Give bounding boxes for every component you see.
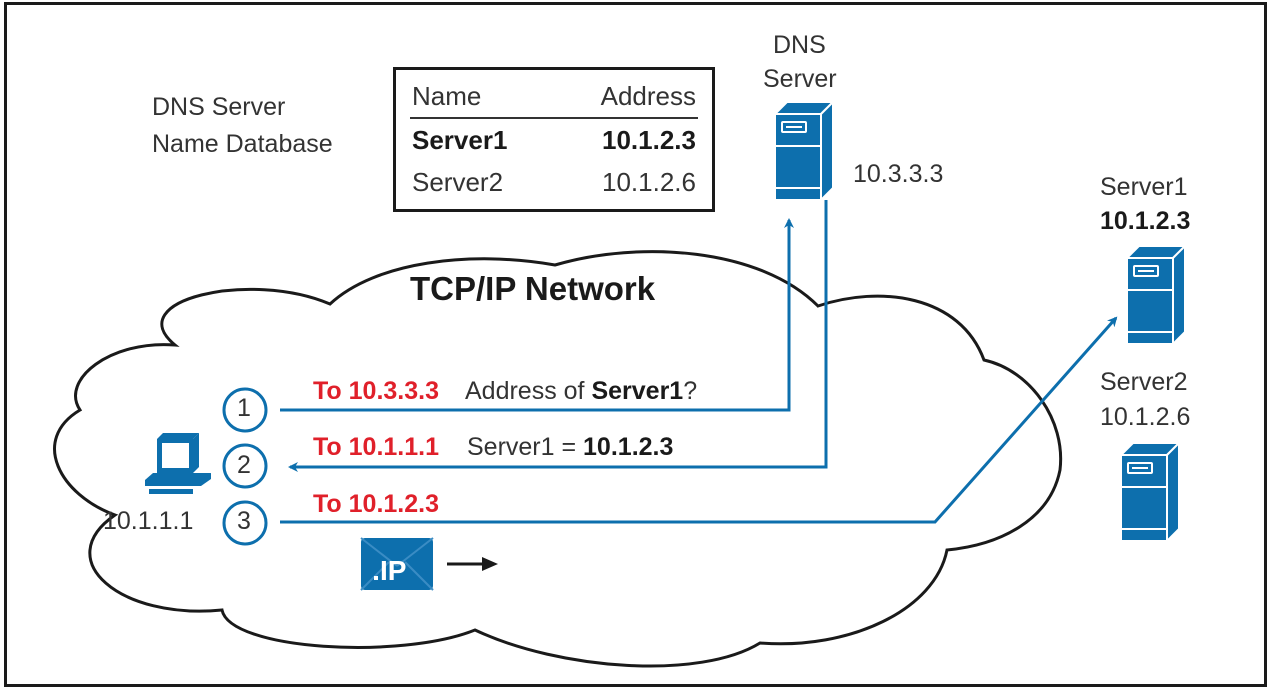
diagram-frame — [4, 2, 1267, 687]
table-row: Server1 10.1.2.3 — [412, 123, 696, 157]
step-1-number: 1 — [237, 394, 251, 422]
step-2-number: 2 — [237, 451, 251, 479]
row-address: 10.1.2.6 — [602, 167, 696, 197]
step-2-path — [288, 200, 828, 472]
column-header-address: Address — [600, 81, 696, 111]
server2-ip: 10.1.2.6 — [1100, 403, 1191, 431]
dns-server-label-line1: DNS — [773, 31, 826, 59]
table-row: Server2 10.1.2.6 — [412, 165, 696, 199]
dns-name-database-table: Name Address Server1 10.1.2.3 Server2 10… — [393, 67, 715, 212]
step-3-label: To 10.1.2.3 — [313, 490, 439, 519]
pc-workstation-icon — [145, 433, 211, 494]
header-divider — [410, 117, 698, 119]
server2-icon — [1120, 442, 1180, 542]
step-3-circle — [222, 500, 268, 546]
step-2-circle — [222, 443, 268, 489]
table-header-row: Name Address — [412, 79, 696, 113]
step-1-path — [280, 218, 794, 412]
server1-ip: 10.1.2.3 — [1100, 207, 1191, 235]
step-2-message-prefix: Server1 = — [467, 433, 584, 461]
step-3-destination: To 10.1.2.3 — [313, 490, 439, 518]
client-ip: 10.1.1.1 — [103, 507, 194, 535]
step-3-path — [280, 316, 1118, 524]
step-1-circle — [222, 387, 268, 433]
step-2-destination: To 10.1.1.1 — [313, 433, 439, 461]
step-1-message-bold: Server1 — [591, 377, 684, 405]
packet-label: IP — [380, 555, 406, 586]
row-name: Server1 — [412, 125, 508, 155]
row-name: Server2 — [412, 167, 504, 197]
database-caption-line2: Name Database — [152, 130, 333, 158]
server2-name: Server2 — [1100, 368, 1188, 396]
dns-server-ip: 10.3.3.3 — [853, 160, 944, 188]
ip-packet-envelope-icon: IP — [360, 537, 434, 591]
step-1-message-suffix: ? — [683, 377, 698, 405]
database-caption-line1: DNS Server — [152, 93, 286, 121]
step-1-destination: To 10.3.3.3 — [313, 377, 439, 405]
dns-server-label-line2: Server — [763, 65, 837, 93]
cloud-icon — [53, 250, 1063, 668]
step-1-message-prefix: Address of — [465, 377, 592, 405]
dns-server-icon — [774, 101, 834, 201]
step-1-label: To 10.3.3.3 Address of Server1? — [313, 377, 697, 406]
server1-icon — [1126, 245, 1186, 345]
step-2-message-bold: 10.1.2.3 — [583, 433, 674, 461]
network-title: TCP/IP Network — [410, 270, 656, 307]
step-2-label: To 10.1.1.1 Server1 = 10.1.2.3 — [313, 433, 673, 462]
arrow-right-icon — [447, 557, 498, 571]
row-address: 10.1.2.3 — [602, 125, 696, 155]
column-header-name: Name — [412, 81, 482, 111]
server1-name: Server1 — [1100, 173, 1188, 201]
step-3-number: 3 — [237, 507, 251, 535]
